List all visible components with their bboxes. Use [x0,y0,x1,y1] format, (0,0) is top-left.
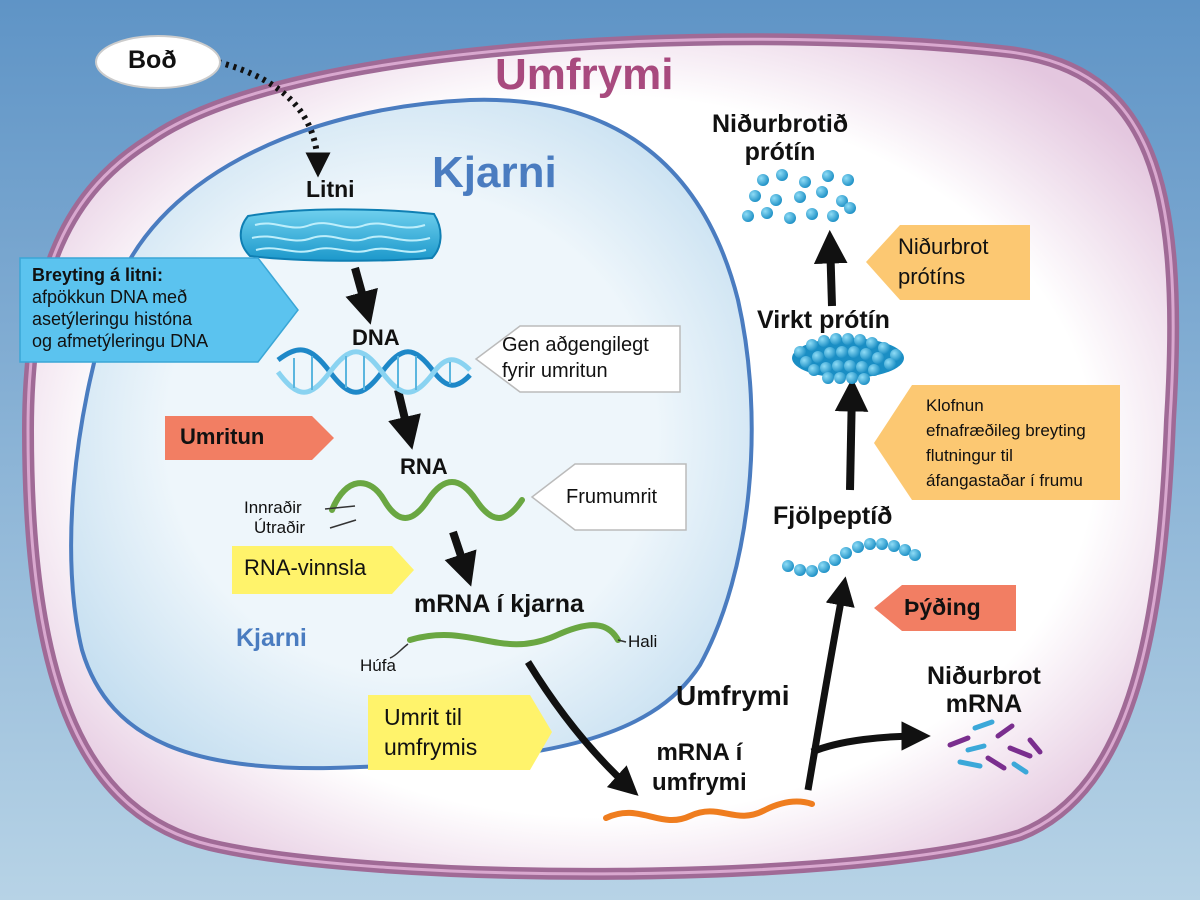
dna-helix-icon [275,347,472,395]
degraded-protein-line-1: Niðurbrotið [712,110,849,138]
callout-protein-degradation: Niðurbrot prótíns [898,232,988,292]
callout-cleavage: Klofnun efnafræðileg breyting flutningur… [926,393,1086,493]
arrow-to-active-protein [834,377,869,491]
cyto-mrna-label: mRNA í umfrymi [652,738,747,798]
polypeptide-chain-icon [782,538,921,577]
cap-label: Húfa [360,656,396,675]
arrow-to-degraded-protein [813,229,848,307]
intron-label: Innraðir [244,498,302,517]
callout-chromatin-change: Breyting á litni: afpökkun DNA með asetý… [32,264,208,352]
callout-primary-transcript-shape [530,463,687,531]
callout-gene-access-line-1: Gen aðgengilegt [502,334,649,356]
degraded-mrna-line-2: mRNA [945,690,1023,718]
exon-leader [329,519,357,529]
callout-translation: Þýðing [904,594,981,620]
arrow-rna-to-mrna [444,530,477,587]
signal-label: Boð [128,46,177,74]
intron-leader [324,505,356,510]
degraded-mrna-line-1: Niðurbrot [927,662,1041,690]
cap-leader [389,643,409,659]
cyto-mrna-strand-icon [603,798,815,823]
degraded-mrna-label: Niðurbrot mRNA [927,662,1041,718]
callout-cleavage-line-1: Klofnun [926,396,984,415]
callout-gene-access-shape [474,325,681,393]
callout-export: Umrit til umfrymis [384,702,477,762]
callout-transcription: Umritun [180,424,265,449]
callout-protein-degradation-line-2: prótíns [898,264,966,289]
active-protein-icon [792,333,904,385]
nucleus-label-small: Kjarni [236,624,307,652]
degraded-protein-label: Niðurbrotið prótín [712,110,848,166]
callout-chromatin-change-title: Breyting á litni: [32,265,164,285]
callout-chromatin-change-line-1: afpökkun DNA með [32,287,188,307]
callout-export-line-1: Umrit til [384,704,462,730]
cytoplasm-label: Umfrymi [676,680,790,711]
chromatin-label: Litni [306,176,355,202]
callout-chromatin-change-shape [19,257,299,363]
callout-chromatin-change-line-3: og afmetýleringu DNA [32,331,209,351]
nuclear-mrna-strand-icon [407,622,621,648]
degraded-protein-icon [742,169,856,224]
callout-protein-degradation-shape [866,225,1030,300]
arrow-to-mrna-degradation [810,721,931,756]
cyto-mrna-line-2: umfrymi [652,769,747,796]
callout-gene-access: Gen aðgengilegt fyrir umritun [502,332,649,384]
callout-cleavage-line-3: flutningur til [926,446,1013,465]
degraded-protein-line-2: prótín [744,138,816,166]
callout-translation-shape [874,585,1016,631]
arrow-export [525,660,639,796]
callout-cleavage-shape [874,385,1120,500]
rna-strand-icon [329,479,525,521]
cyto-mrna-line-1: mRNA í [656,739,743,766]
degraded-mrna-icon [947,719,1043,775]
exon-label: Útraðir [254,518,306,537]
chromatin-icon [239,208,442,262]
rna-label: RNA [400,454,448,479]
callout-gene-access-line-2: fyrir umritun [502,360,608,382]
callout-export-shape [368,695,552,770]
callout-transcription-shape [165,416,334,460]
arrow-to-polypeptide [804,576,855,791]
callout-primary-transcript: Frumumrit [566,486,658,508]
arrow-chromatin-to-dna [345,266,378,325]
callout-export-line-2: umfrymis [384,734,478,760]
nuclear-mrna-label: mRNA í kjarna [414,590,584,618]
arrow-dna-to-rna [388,389,421,450]
nucleus-title: Kjarni [432,148,557,197]
callout-cleavage-line-2: efnafræðileg breyting [926,421,1086,440]
cytoplasm-title: Umfrymi [495,50,674,99]
active-protein-label: Virkt prótín [757,306,890,334]
callout-protein-degradation-line-1: Niðurbrot [898,234,989,259]
polypeptide-label: Fjölpeptíð [773,502,893,530]
callout-chromatin-change-line-2: asetýleringu históna [32,309,193,329]
dna-label: DNA [352,325,400,350]
tail-label: Hali [628,632,658,651]
callout-rna-processing: RNA-vinnsla [244,555,367,580]
callout-rna-processing-shape [232,546,414,594]
tail-leader [617,639,627,643]
callout-cleavage-line-4: áfangastaðar í frumu [926,471,1083,490]
signal-bubble [95,35,221,89]
